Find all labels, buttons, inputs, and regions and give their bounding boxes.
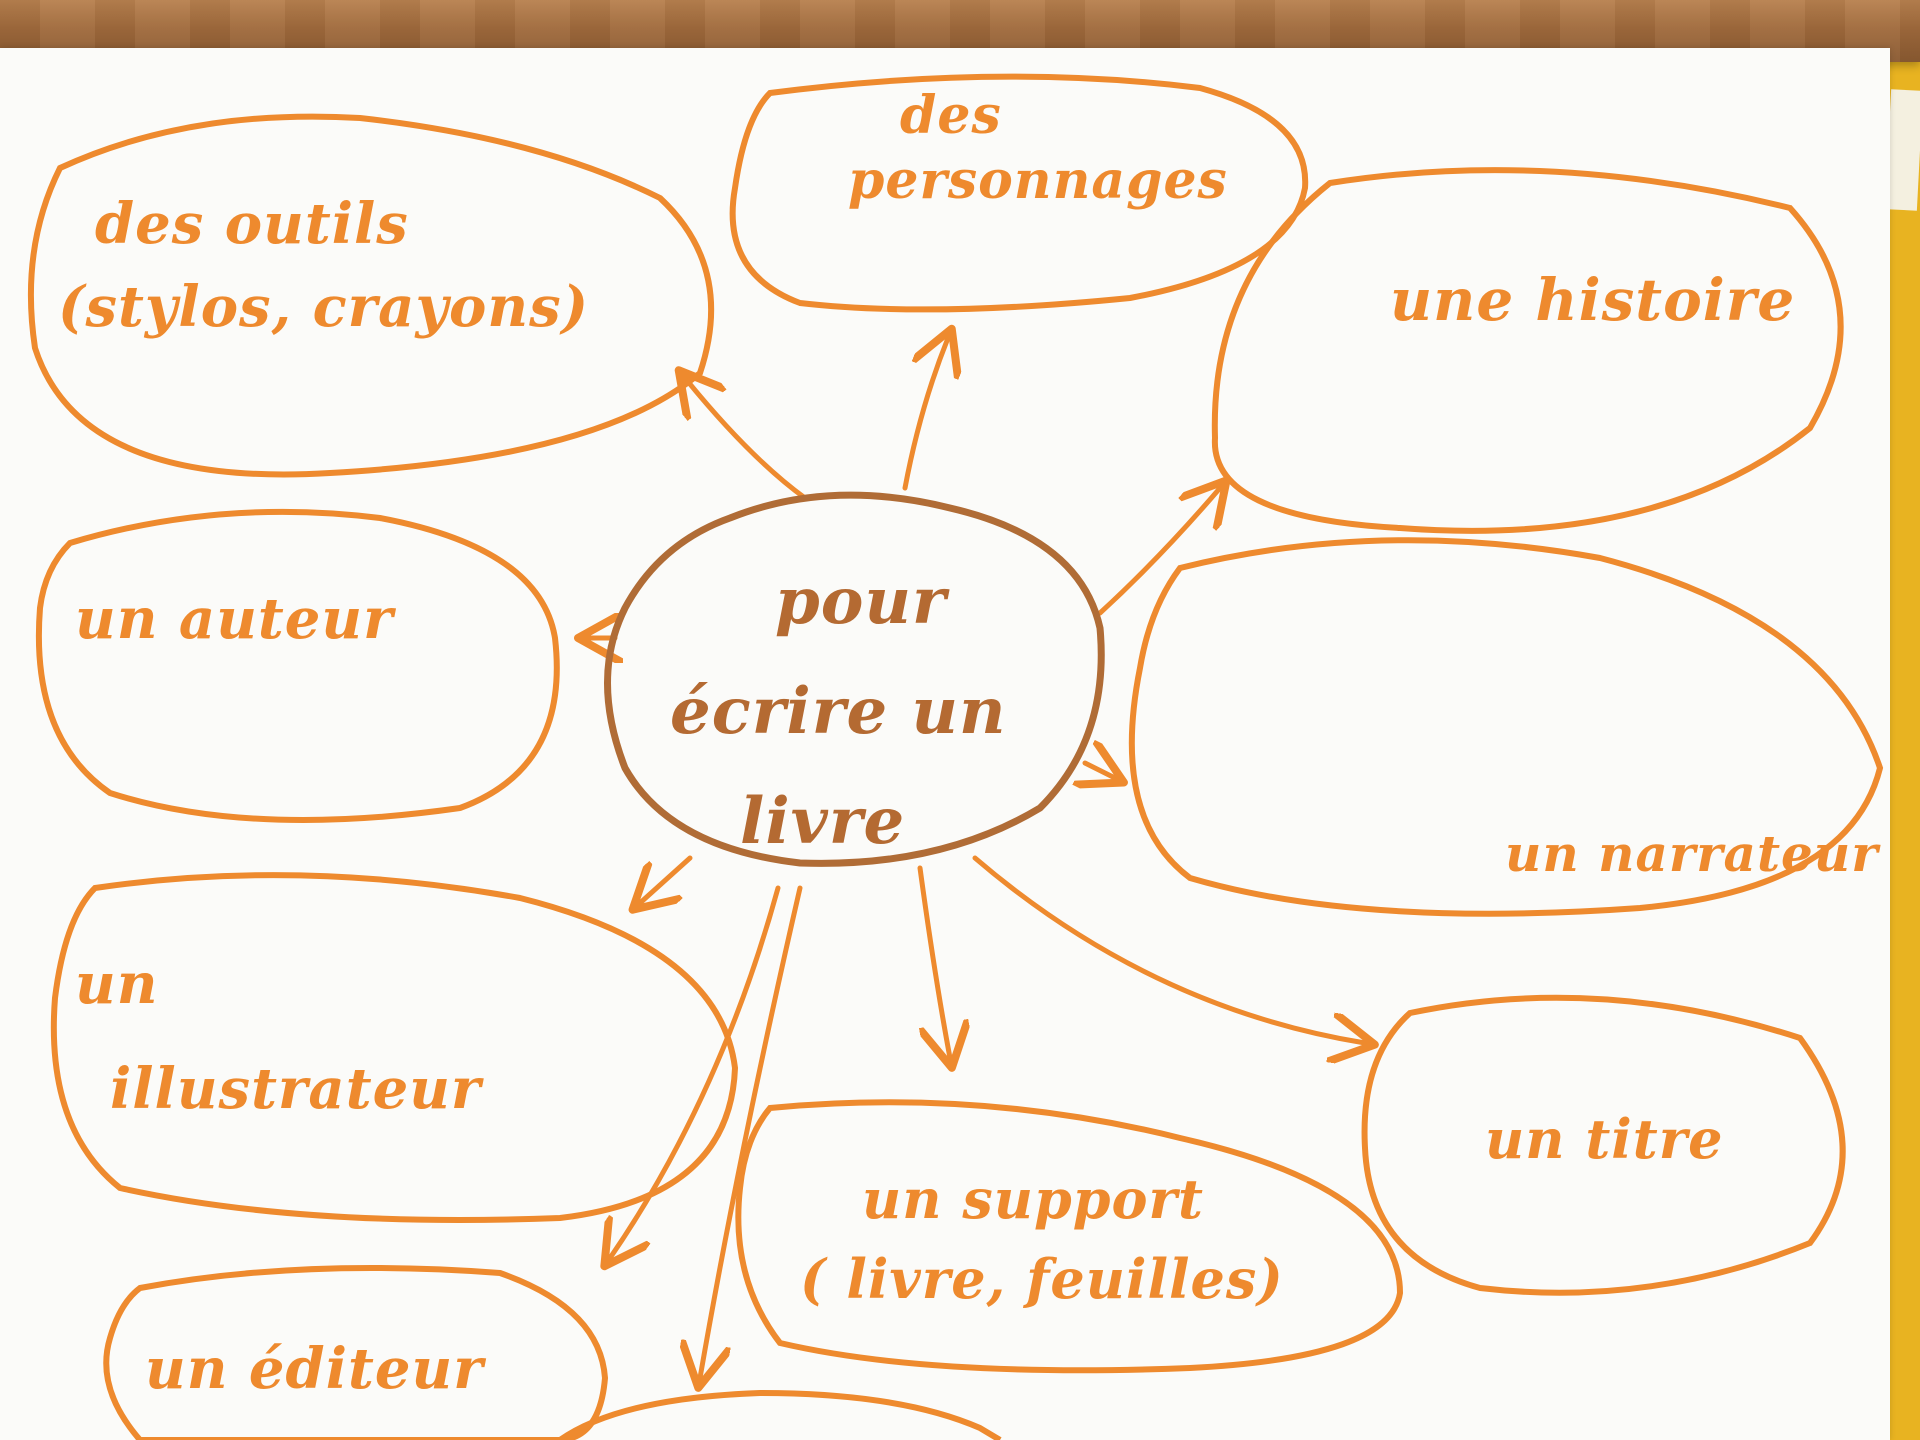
center-line-1: pour xyxy=(775,564,950,639)
arrow-to-editeur xyxy=(610,885,781,1258)
arrow-to-narrateur xyxy=(1085,763,1115,778)
bubble-bottom-partial xyxy=(558,1389,1002,1440)
arrow-to-outils xyxy=(685,378,808,501)
bubble-narrateur-line-1: un narrateur xyxy=(1505,824,1881,883)
bubble-narrateur: un narrateur xyxy=(1128,537,1884,917)
bubble-support: un support ( livre, feuilles) xyxy=(735,1099,1404,1374)
arrows xyxy=(588,338,1365,1378)
bubble-personnages-line-2: personnages xyxy=(848,150,1228,211)
bubble-titre: un titre xyxy=(1361,994,1846,1296)
bubble-histoire-line-1: une histoire xyxy=(1390,266,1795,334)
bubble-auteur: un auteur xyxy=(35,508,560,823)
arrow-to-illustrateur xyxy=(640,855,693,903)
arrow-to-histoire xyxy=(1097,488,1220,616)
center-bubble: pour écrire un livre xyxy=(604,491,1105,867)
arrow-to-titre xyxy=(972,855,1365,1043)
bubble-illustrateur-line-2: illustrateur xyxy=(110,1056,484,1122)
bubble-support-line-2: ( livre, feuilles) xyxy=(800,1247,1284,1311)
bubble-illustrateur-line-1: un xyxy=(75,951,158,1017)
arrow-to-personnages xyxy=(902,338,948,491)
bubble-editeur-line-1: un éditeur xyxy=(145,1336,486,1402)
bubble-outils-line-2: (stylos, crayons) xyxy=(58,274,589,340)
paper-sheet: des outils (stylos, crayons) des personn… xyxy=(0,48,1890,1440)
center-line-3: livre xyxy=(740,784,905,859)
bubble-outils-line-1: des outils xyxy=(95,191,409,257)
bubble-illustrateur: un illustrateur xyxy=(50,872,739,1223)
pinned-paper-corner xyxy=(1884,89,1920,211)
bubble-titre-line-1: un titre xyxy=(1485,1107,1724,1171)
bubble-auteur-line-1: un auteur xyxy=(75,586,396,652)
arrow-to-support xyxy=(917,865,950,1058)
center-line-2: écrire un xyxy=(670,674,1007,749)
arrow-to-bottom xyxy=(700,885,803,1378)
bubble-personnages: des personnages xyxy=(729,73,1309,313)
bubble-histoire: une histoire xyxy=(1211,167,1844,534)
bubble-personnages-line-1: des xyxy=(900,85,1002,146)
bubble-outils: des outils (stylos, crayons) xyxy=(27,113,715,478)
bubble-support-line-1: un support xyxy=(862,1167,1204,1231)
mind-map: des outils (stylos, crayons) des personn… xyxy=(27,73,1884,1440)
bubble-editeur: un éditeur xyxy=(103,1265,609,1440)
